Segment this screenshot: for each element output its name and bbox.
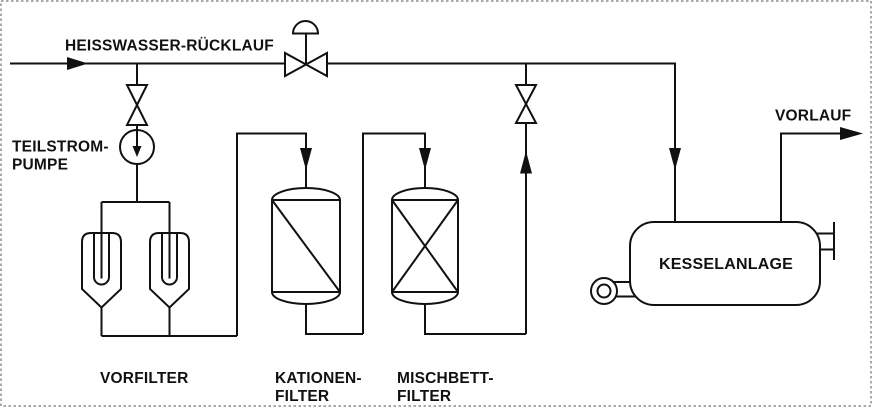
- shutoff-valve-riser-icon: [514, 84, 538, 124]
- pump-flow-direction-arrow-icon: [132, 146, 142, 157]
- prefilter-unit: [81, 232, 190, 309]
- shutoff-valve-pump-branch-icon: [125, 84, 149, 126]
- cation-inlet-flow-arrow-icon: [300, 148, 312, 170]
- prefilter-element-2: [161, 233, 178, 286]
- boiler-pump-stub: [613, 281, 638, 298]
- mixed-bed-filter-label-line2: FILTER: [397, 388, 451, 405]
- boiler-vent-fitting: [816, 222, 835, 260]
- control-valve-icon: [284, 20, 328, 78]
- riser-flow-arrow-icon: [520, 151, 532, 174]
- boiler-unit: [590, 221, 821, 306]
- cation-filter-label-line1: KATIONEN-: [275, 370, 362, 387]
- cation-outlet-pipe: [305, 292, 363, 335]
- mixedbed-outlet-pipe: [424, 292, 526, 335]
- boiler-inlet-flow-arrow-icon: [669, 148, 681, 170]
- cation-filter-unit: [271, 187, 341, 305]
- boiler-vessel: [629, 221, 821, 306]
- return-line-flow-arrow-icon: [67, 57, 88, 70]
- partial-flow-pump-label-line2: PUMPE: [12, 157, 68, 174]
- prefilter-label: VORFILTER: [100, 370, 188, 387]
- supply-line-flow-arrow-icon: [840, 127, 863, 140]
- boiler-label: KESSELANLAGE: [659, 256, 793, 273]
- mixedbed-inlet-flow-arrow-icon: [419, 148, 431, 170]
- partial-flow-pump-unit: [119, 129, 155, 165]
- control-valve-actuator-icon: [291, 20, 320, 35]
- return-line-label: HEISSWASSER-RÜCKLAUF: [65, 38, 274, 55]
- supply-line-pipe: [780, 132, 845, 222]
- cation-filter-bed-marking: [271, 199, 341, 293]
- flow-arrows: [67, 57, 863, 174]
- partial-flow-pump-label-line1: TEILSTROM-: [12, 139, 109, 156]
- boiler-pump-inner-circle: [596, 283, 612, 299]
- prefilter-element-1: [93, 233, 110, 286]
- valves: [125, 20, 538, 126]
- mixed-bed-filter-label-line1: MISCHBETT-: [397, 370, 494, 387]
- mixed-bed-filter-bed-marking: [391, 199, 459, 293]
- return-line-pipe: [10, 62, 676, 222]
- mixed-bed-filter-unit: [391, 187, 459, 305]
- supply-line-label: VORLAUF: [775, 108, 851, 125]
- cation-filter-label-line2: FILTER: [275, 388, 329, 405]
